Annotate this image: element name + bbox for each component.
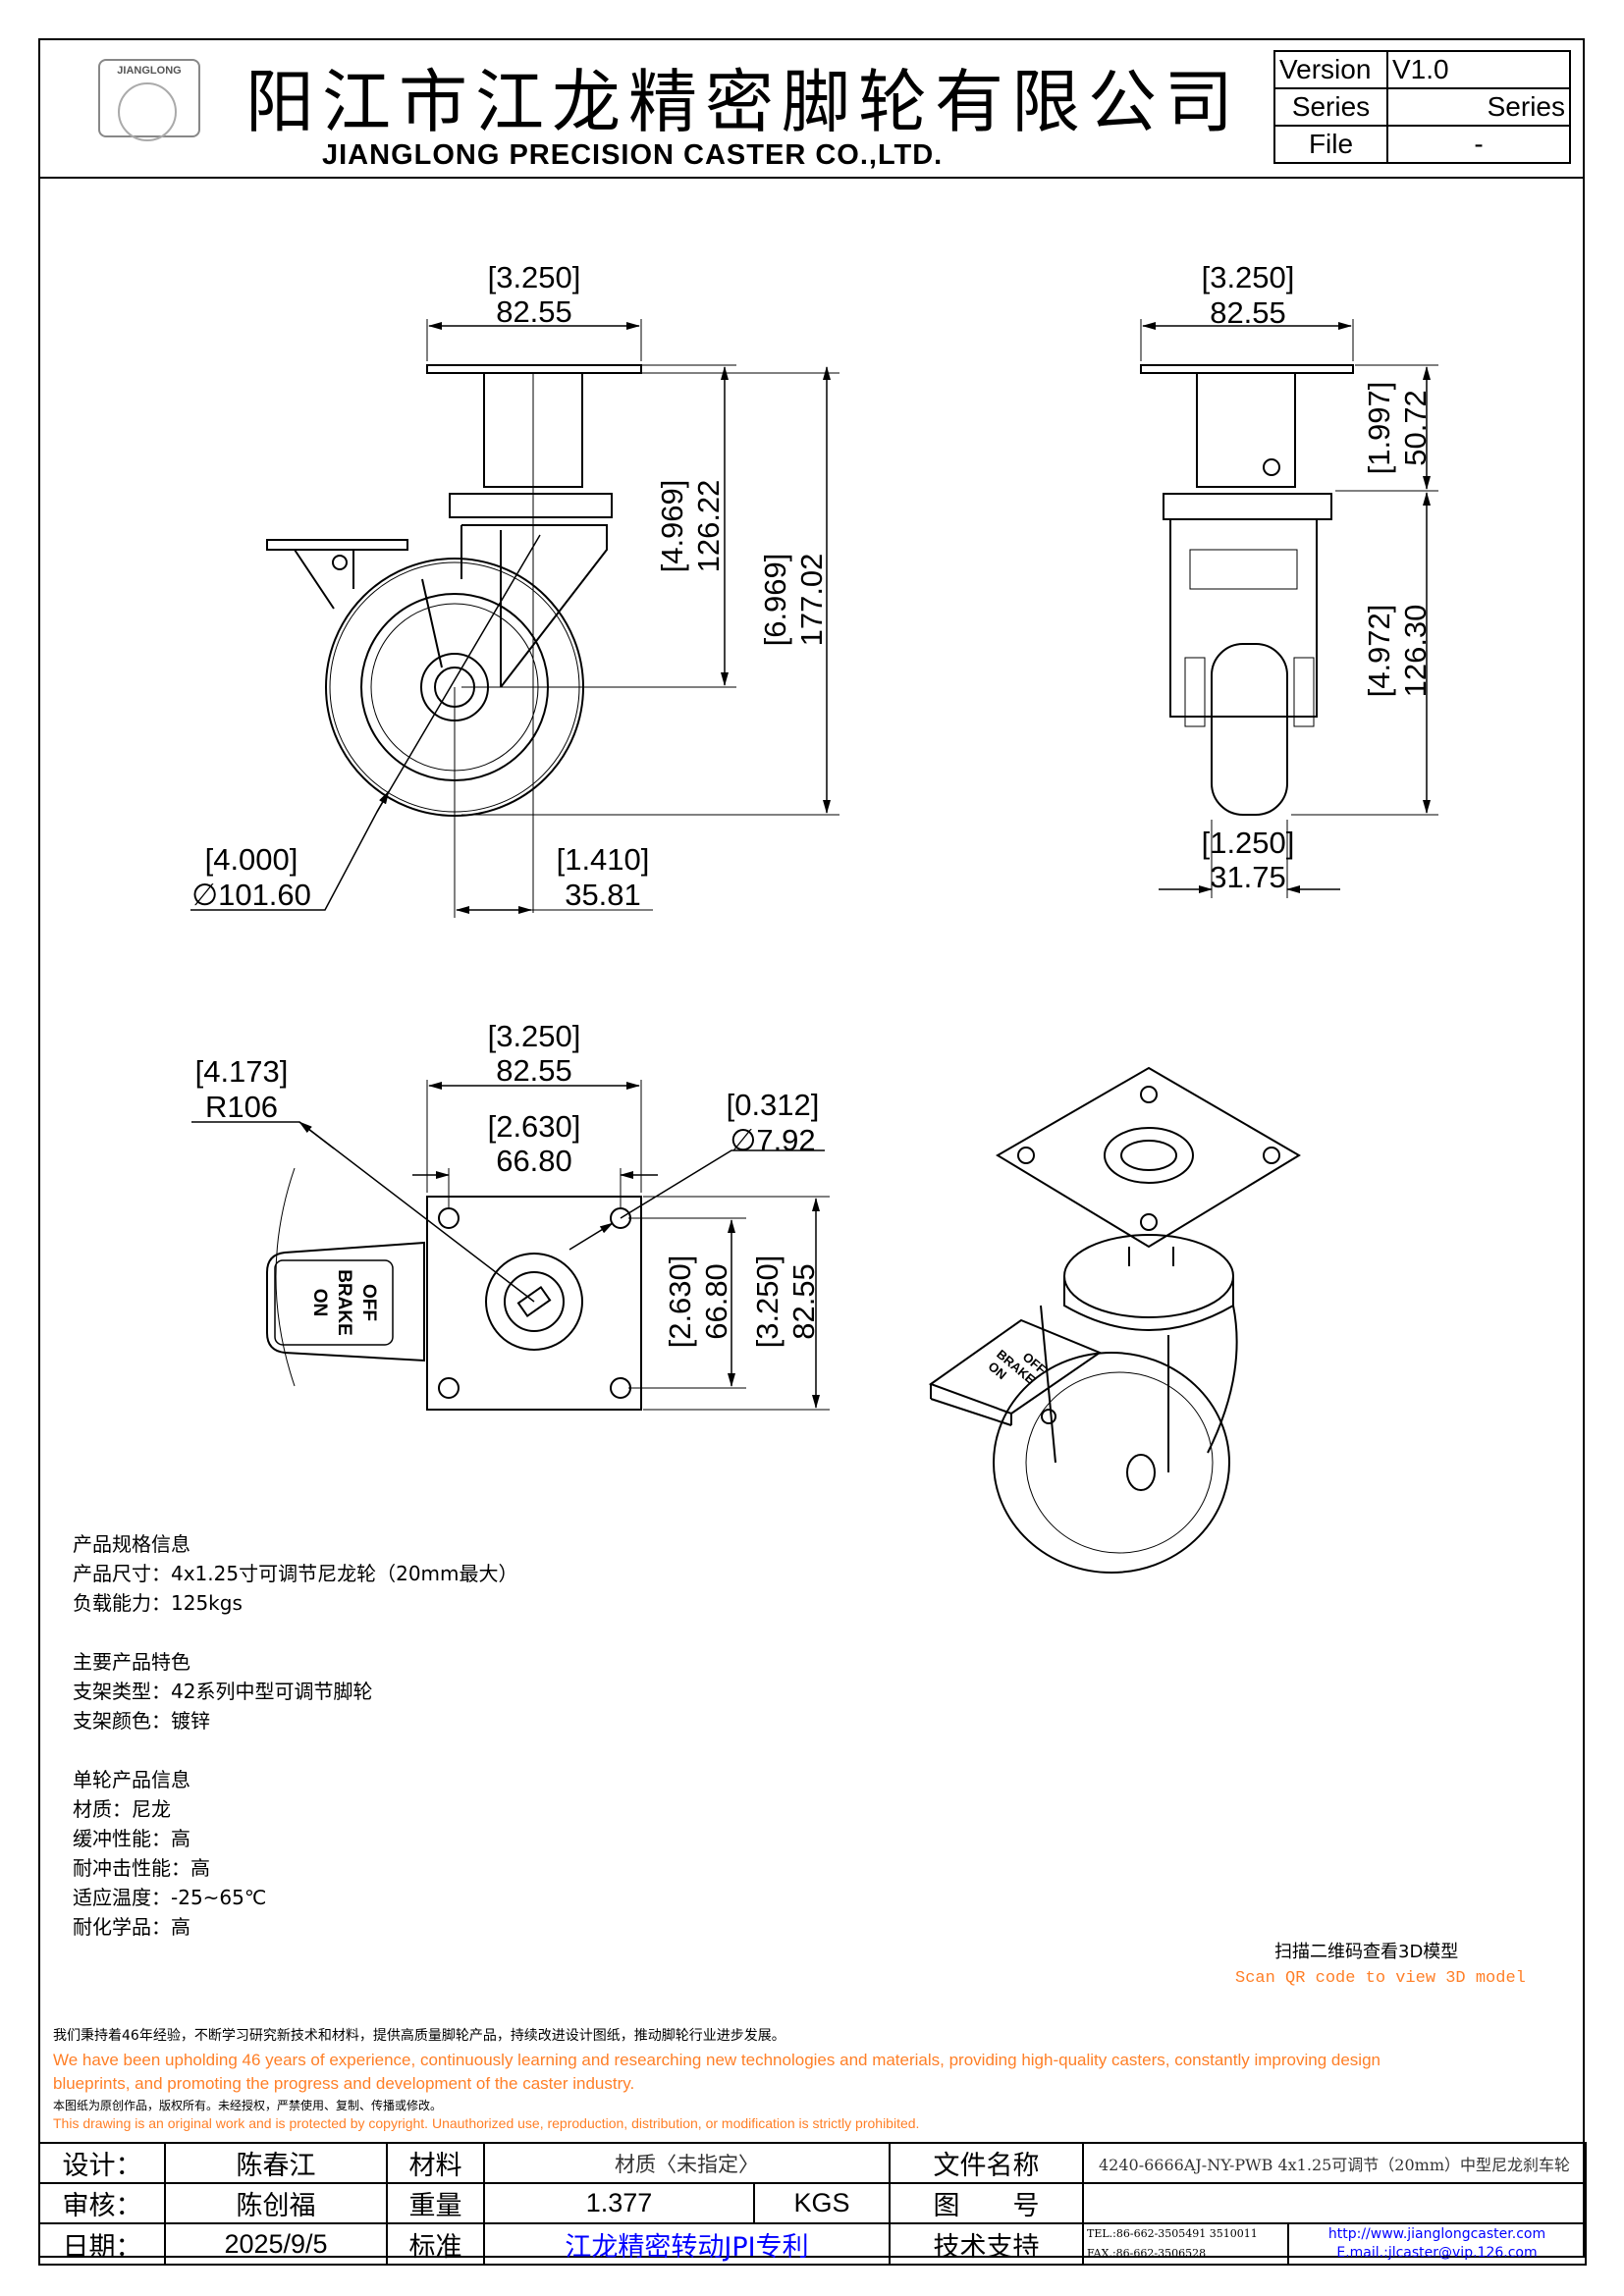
dim-side-h1-mm: 50.72 <box>1398 390 1433 466</box>
material-label: 材料 <box>386 2142 485 2184</box>
brake-label-on: ON <box>309 1289 330 1317</box>
dim-front-h2-mm: 177.02 <box>794 554 829 647</box>
copyright-en: This drawing is an original work and is … <box>53 2115 920 2131</box>
dim-side-top-in: [3.250] <box>1202 260 1295 294</box>
spec-heading-product: 产品规格信息 <box>73 1532 190 1556</box>
top-view <box>191 1080 830 1411</box>
dim-top-hole-in: [2.630] <box>488 1109 581 1144</box>
dim-top-vhole-mm: 66.80 <box>699 1263 733 1340</box>
weight-unit: KGS <box>753 2182 891 2224</box>
dim-front-offset-mm: 35.81 <box>565 878 641 912</box>
dim-side-h2-mm: 126.30 <box>1398 605 1433 698</box>
series-value: Series <box>1386 87 1571 127</box>
date-value: 2025/9/5 <box>164 2222 388 2266</box>
file-label: File <box>1273 125 1388 164</box>
front-view <box>190 319 839 918</box>
title-block: 设计： 陈春江 材料 材质〈未指定〉 文件名称 4240-6666AJ-NY-P… <box>38 2142 1587 2266</box>
fax: FAX.:86-662-3506528 <box>1087 2247 1207 2260</box>
dim-top-vwidth-in: [3.250] <box>750 1255 785 1349</box>
dim-top-vwidth-mm: 82.55 <box>786 1263 821 1340</box>
design-label: 设计： <box>38 2142 166 2184</box>
spec-temperature: 适应温度：-25~65℃ <box>73 1886 267 1909</box>
dim-front-h1-mm: 126.22 <box>691 480 726 573</box>
copyright-cn: 本图纸为原创作品，版权所有。未经授权，严禁使用、复制、传播或修改。 <box>53 2099 443 2112</box>
header-divider <box>38 177 1585 179</box>
dim-top-width-in: [3.250] <box>488 1019 581 1053</box>
drawing-no-label: 图 号 <box>889 2182 1084 2224</box>
contact-web: http://www.jianglongcaster.com E.mail.:j… <box>1287 2222 1587 2266</box>
spec-load: 负载能力：125kgs <box>73 1591 243 1615</box>
spec-heading-features: 主要产品特色 <box>73 1650 190 1674</box>
email-link[interactable]: E.mail.:jlcaster@vip.126.com <box>1336 2245 1538 2261</box>
brake-label-off: OFF <box>358 1284 379 1321</box>
logo-text: JIANGLONG <box>117 65 182 77</box>
spec-material: 材质：尼龙 <box>73 1797 171 1821</box>
dim-front-dia-in: [4.000] <box>205 842 298 877</box>
file-value: - <box>1386 125 1571 164</box>
design-value: 陈春江 <box>164 2142 388 2184</box>
support-label: 技术支持 <box>889 2222 1084 2266</box>
caster-logo-icon <box>118 82 177 141</box>
version-value: V1.0 <box>1386 50 1571 89</box>
company-name-cn: 阳江市江龙精密脚轮有限公司 <box>245 62 1241 142</box>
spec-bracket-type: 支架类型：42系列中型可调节脚轮 <box>73 1680 373 1703</box>
dim-top-bolt-mm: ∅7.92 <box>730 1123 815 1157</box>
spec-bracket-color: 支架颜色：镀锌 <box>73 1709 210 1733</box>
dim-front-top-in: [3.250] <box>488 260 581 294</box>
review-label: 审核： <box>38 2182 166 2224</box>
weight-label: 重量 <box>386 2182 485 2224</box>
dim-side-top-mm: 82.55 <box>1210 295 1286 330</box>
dim-top-bolt-in: [0.312] <box>727 1088 820 1122</box>
dim-top-vhole-in: [2.630] <box>663 1255 697 1349</box>
dim-side-width-in: [1.250] <box>1202 826 1295 860</box>
standard-value: 江龙精密转动JPI专利 <box>483 2222 891 2266</box>
version-label: Version <box>1273 50 1388 89</box>
side-view <box>1140 319 1438 898</box>
statement-en-line1: We have been upholding 46 years of exper… <box>53 2051 1380 2069</box>
filename-label: 文件名称 <box>889 2142 1084 2184</box>
dim-front-offset-in: [1.410] <box>557 842 650 877</box>
dim-side-h2-in: [4.972] <box>1362 605 1396 698</box>
review-value: 陈创福 <box>164 2182 388 2224</box>
material-value: 材质〈未指定〉 <box>483 2142 891 2184</box>
isometric-view <box>928 1066 1301 1574</box>
dim-top-radius-in: [4.173] <box>195 1054 289 1089</box>
drawing-no-value <box>1082 2182 1587 2224</box>
website-link[interactable]: http://www.jianglongcaster.com <box>1327 2226 1546 2242</box>
statement-cn: 我们秉持着46年经验，不断学习研究新技术和材料，提供高质量脚轮产品，持续改进设计… <box>53 2028 785 2044</box>
spec-impact: 耐冲击性能：高 <box>73 1856 210 1880</box>
filename-value: 4240-6666AJ-NY-PWB 4x1.25可调节（20mm）中型尼龙刹车… <box>1082 2142 1587 2184</box>
qr-caption-cn: 扫描二维码查看3D模型 <box>1274 1942 1459 1962</box>
contact-phone: TEL.:86-662-3505491 3510011 FAX.:86-662-… <box>1082 2222 1289 2266</box>
series-label: Series <box>1273 87 1388 127</box>
weight-value: 1.377 <box>483 2182 755 2224</box>
spec-cushion: 缓冲性能：高 <box>73 1827 190 1850</box>
qr-caption-en: Scan QR code to view 3D model <box>1235 1969 1526 1988</box>
dim-side-h1-in: [1.997] <box>1362 382 1396 475</box>
dim-front-h1-in: [4.969] <box>655 480 689 573</box>
dim-front-dia-mm: ∅101.60 <box>191 878 311 912</box>
date-label: 日期： <box>38 2222 166 2266</box>
spec-chemical: 耐化学品：高 <box>73 1915 190 1939</box>
dim-front-top-mm: 82.55 <box>496 294 572 329</box>
spec-heading-wheel: 单轮产品信息 <box>73 1768 190 1791</box>
company-name-en: JIANGLONG PRECISION CASTER CO.,LTD. <box>322 139 944 171</box>
statement-en-line2: blueprints, and promoting the progress a… <box>53 2074 635 2093</box>
dim-top-radius-mm: R106 <box>205 1090 278 1124</box>
tel: TEL.:86-662-3505491 3510011 <box>1087 2227 1258 2240</box>
company-logo: JIANGLONG <box>98 59 200 141</box>
dim-top-hole-mm: 66.80 <box>496 1144 572 1178</box>
dim-side-width-mm: 31.75 <box>1210 860 1286 894</box>
dim-front-h2-in: [6.969] <box>758 554 792 647</box>
standard-label: 标准 <box>386 2222 485 2266</box>
dim-top-width-mm: 82.55 <box>496 1053 572 1088</box>
spec-size: 产品尺寸：4x1.25寸可调节尼龙轮（20mm最大） <box>73 1562 518 1585</box>
brake-label-brake: BRAKE <box>334 1269 354 1336</box>
